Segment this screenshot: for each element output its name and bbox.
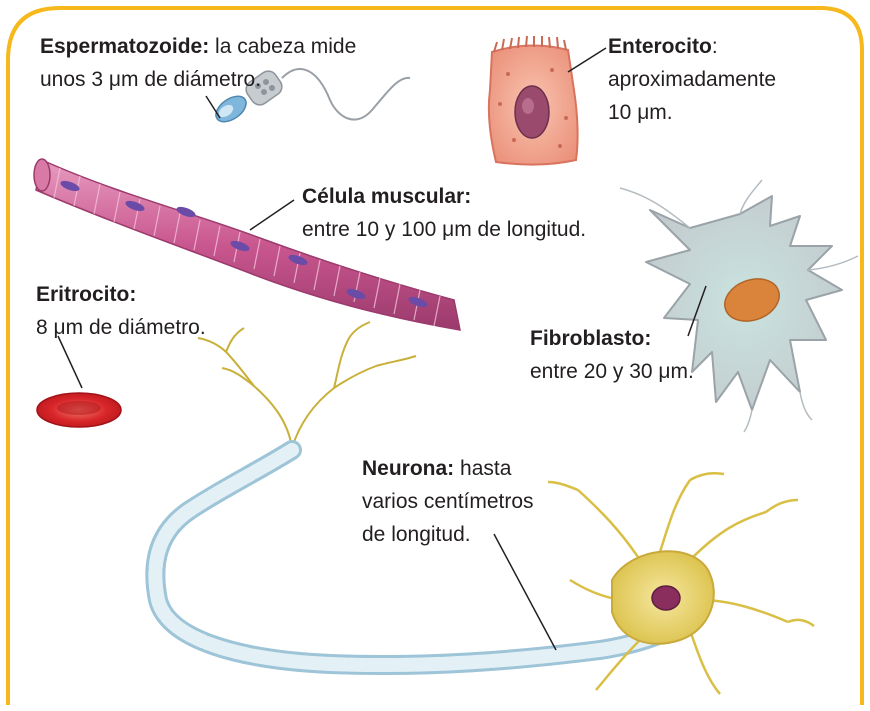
- label-espermatozoide-line1: la cabeza mide: [215, 35, 356, 58]
- label-neurona-line3: de longitud.: [362, 518, 534, 551]
- leader-line-enterocito: [568, 48, 606, 72]
- label-fibroblasto-title: Fibroblasto:: [530, 327, 651, 350]
- label-celula-muscular-line1: entre 10 y 100 μm de longitud.: [302, 213, 586, 246]
- label-eritrocito-title: Eritrocito:: [36, 283, 136, 306]
- label-neurona-line1: hasta: [460, 457, 511, 480]
- label-fibroblasto: Fibroblasto: entre 20 y 30 μm.: [530, 322, 694, 388]
- label-espermatozoide-title: Espermatozoide:: [40, 35, 209, 58]
- label-neurona-line2: varios centímetros: [362, 485, 534, 518]
- label-enterocito-title: Enterocito: [608, 35, 712, 58]
- leader-line-celula-muscular: [250, 200, 294, 230]
- label-eritrocito: Eritrocito: 8 μm de diámetro.: [36, 278, 206, 344]
- label-celula-muscular: Célula muscular: entre 10 y 100 μm de lo…: [302, 180, 586, 246]
- fibroblast-drawing: [620, 180, 858, 432]
- erythrocyte-drawing: [37, 393, 121, 427]
- label-enterocito-line1: aproximadamente: [608, 63, 776, 96]
- label-enterocito-line2: 10 μm.: [608, 96, 776, 129]
- leader-line-neurona: [494, 534, 556, 650]
- label-enterocito: Enterocito: aproximadamente 10 μm.: [608, 30, 776, 129]
- label-fibroblasto-line1: entre 20 y 30 μm.: [530, 355, 694, 388]
- label-neurona: Neurona: hasta varios centímetros de lon…: [362, 452, 534, 551]
- label-espermatozoide-line2: unos 3 μm de diámetro.: [40, 63, 356, 96]
- leader-line-espermatozoide: [206, 96, 220, 118]
- label-espermatozoide: Espermatozoide: la cabeza mide unos 3 μm…: [40, 30, 356, 96]
- label-enterocito-colon: :: [712, 35, 718, 58]
- enterocyte-drawing: [489, 36, 578, 165]
- label-celula-muscular-title: Célula muscular:: [302, 185, 471, 208]
- label-neurona-title: Neurona:: [362, 457, 454, 480]
- label-eritrocito-line1: 8 μm de diámetro.: [36, 311, 206, 344]
